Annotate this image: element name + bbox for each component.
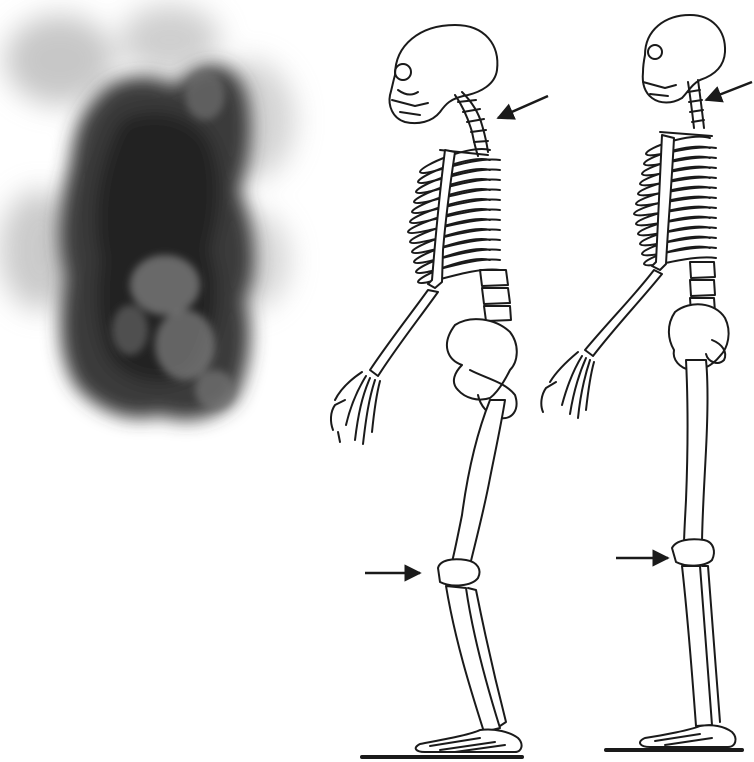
scan-hot-region	[60, 65, 255, 420]
lumbar-spine-stooped	[480, 270, 511, 321]
skull-upright	[643, 15, 725, 103]
scintigram-panel	[0, 5, 295, 420]
ribcage-upright	[634, 137, 716, 266]
arrow-neck-stooped	[498, 96, 548, 118]
skeleton-upright	[541, 15, 742, 750]
foot-stooped	[416, 729, 522, 752]
arrow-neck-upright	[706, 82, 752, 100]
hand-upright	[541, 352, 594, 418]
cervical-spine-stooped	[455, 92, 488, 156]
hand-stooped	[331, 372, 380, 444]
skull-stooped	[390, 25, 498, 123]
foot-upright	[640, 725, 736, 747]
ribcage-stooped	[408, 149, 500, 283]
pelvis-stooped	[447, 319, 517, 418]
skeleton-stooped	[331, 25, 522, 757]
